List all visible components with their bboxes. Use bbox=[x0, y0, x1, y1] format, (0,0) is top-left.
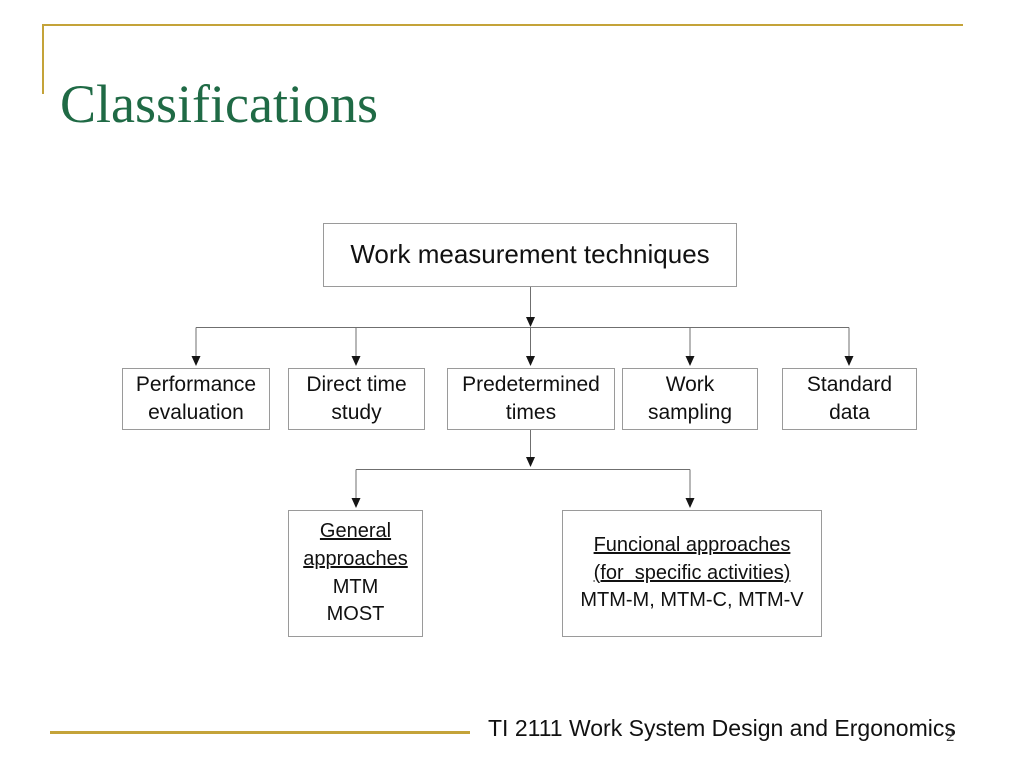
slide-title: Classifications bbox=[60, 74, 378, 135]
arrowhead-icon bbox=[685, 498, 695, 508]
node-label: Predetermined times bbox=[462, 373, 600, 424]
node-label-line: (for specific activities) bbox=[593, 561, 791, 584]
node-label-line: General bbox=[319, 520, 392, 543]
footer-course-title: TI 2111 Work System Design and Ergonomic… bbox=[488, 715, 956, 741]
node-work-measurement-techniques: Work measurement techniques bbox=[323, 223, 737, 287]
page-number: 2 bbox=[946, 726, 955, 745]
node-label-line: MOST bbox=[326, 603, 385, 626]
node-standard-data: Standard data bbox=[782, 368, 917, 430]
node-work-sampling: Work sampling bbox=[622, 368, 758, 430]
arrowhead-icon bbox=[351, 498, 361, 508]
node-label: Performance evaluation bbox=[135, 373, 257, 424]
node-performance-evaluation: Performance evaluation bbox=[122, 368, 270, 430]
node-label-line: approaches bbox=[303, 547, 408, 570]
node-label: Work measurement techniques bbox=[350, 239, 710, 270]
node-label-line: MTM bbox=[332, 575, 379, 598]
top-accent-line bbox=[42, 24, 963, 26]
arrowhead-icon bbox=[191, 356, 201, 366]
title-accent-line bbox=[42, 24, 44, 94]
node-label-line: Funcional approaches bbox=[593, 534, 791, 557]
node-direct-time-study: Direct time study bbox=[288, 368, 425, 430]
arrowhead-icon bbox=[351, 356, 361, 366]
arrowhead-icon bbox=[844, 356, 854, 366]
node-funcional-approaches: Funcional approaches (for specific activ… bbox=[562, 510, 822, 637]
footer-accent-line bbox=[50, 731, 470, 734]
node-label: Work sampling bbox=[647, 373, 733, 424]
arrowhead-icon bbox=[526, 317, 535, 327]
arrowhead-icon bbox=[526, 356, 535, 366]
node-label: Standard data bbox=[806, 373, 893, 424]
node-predetermined-times: Predetermined times bbox=[447, 368, 615, 430]
node-label: Direct time study bbox=[306, 373, 407, 424]
node-label-line: MTM-M, MTM-C, MTM-V bbox=[580, 589, 804, 612]
node-general-approaches: General approaches MTM MOST bbox=[288, 510, 423, 637]
arrowhead-icon bbox=[685, 356, 695, 366]
arrowhead-icon bbox=[526, 457, 535, 467]
